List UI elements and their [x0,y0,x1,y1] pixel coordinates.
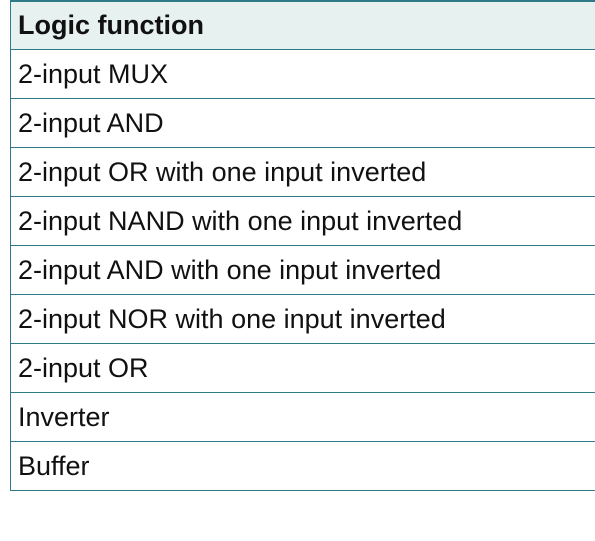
table-cell: Buffer [10,441,595,491]
table-cell: 2-input MUX [10,49,595,99]
table-row: 2-input AND [10,98,595,148]
logic-function-table-container: Logic function 2-input MUX 2-input AND 2… [10,0,595,491]
table-cell: 2-input AND with one input inverted [10,245,595,295]
table-cell: 2-input AND [10,98,595,148]
table-row: 2-input NAND with one input inverted [10,196,595,246]
table-cell: 2-input NOR with one input inverted [10,294,595,344]
table-cell: Inverter [10,392,595,442]
column-header-logic-function: Logic function [10,0,595,50]
table-row: 2-input OR with one input inverted [10,147,595,197]
header-row: Logic function [10,0,595,50]
table-cell: 2-input OR [10,343,595,393]
table-row: 2-input AND with one input inverted [10,245,595,295]
table-body: 2-input MUX 2-input AND 2-input OR with … [10,49,595,491]
table-cell: 2-input NAND with one input inverted [10,196,595,246]
table-row: 2-input MUX [10,49,595,99]
table-cell: 2-input OR with one input inverted [10,147,595,197]
table-header: Logic function [10,0,595,50]
table-row: 2-input NOR with one input inverted [10,294,595,344]
table-row: 2-input OR [10,343,595,393]
table-row: Buffer [10,441,595,491]
table-row: Inverter [10,392,595,442]
logic-function-table: Logic function 2-input MUX 2-input AND 2… [10,0,595,491]
